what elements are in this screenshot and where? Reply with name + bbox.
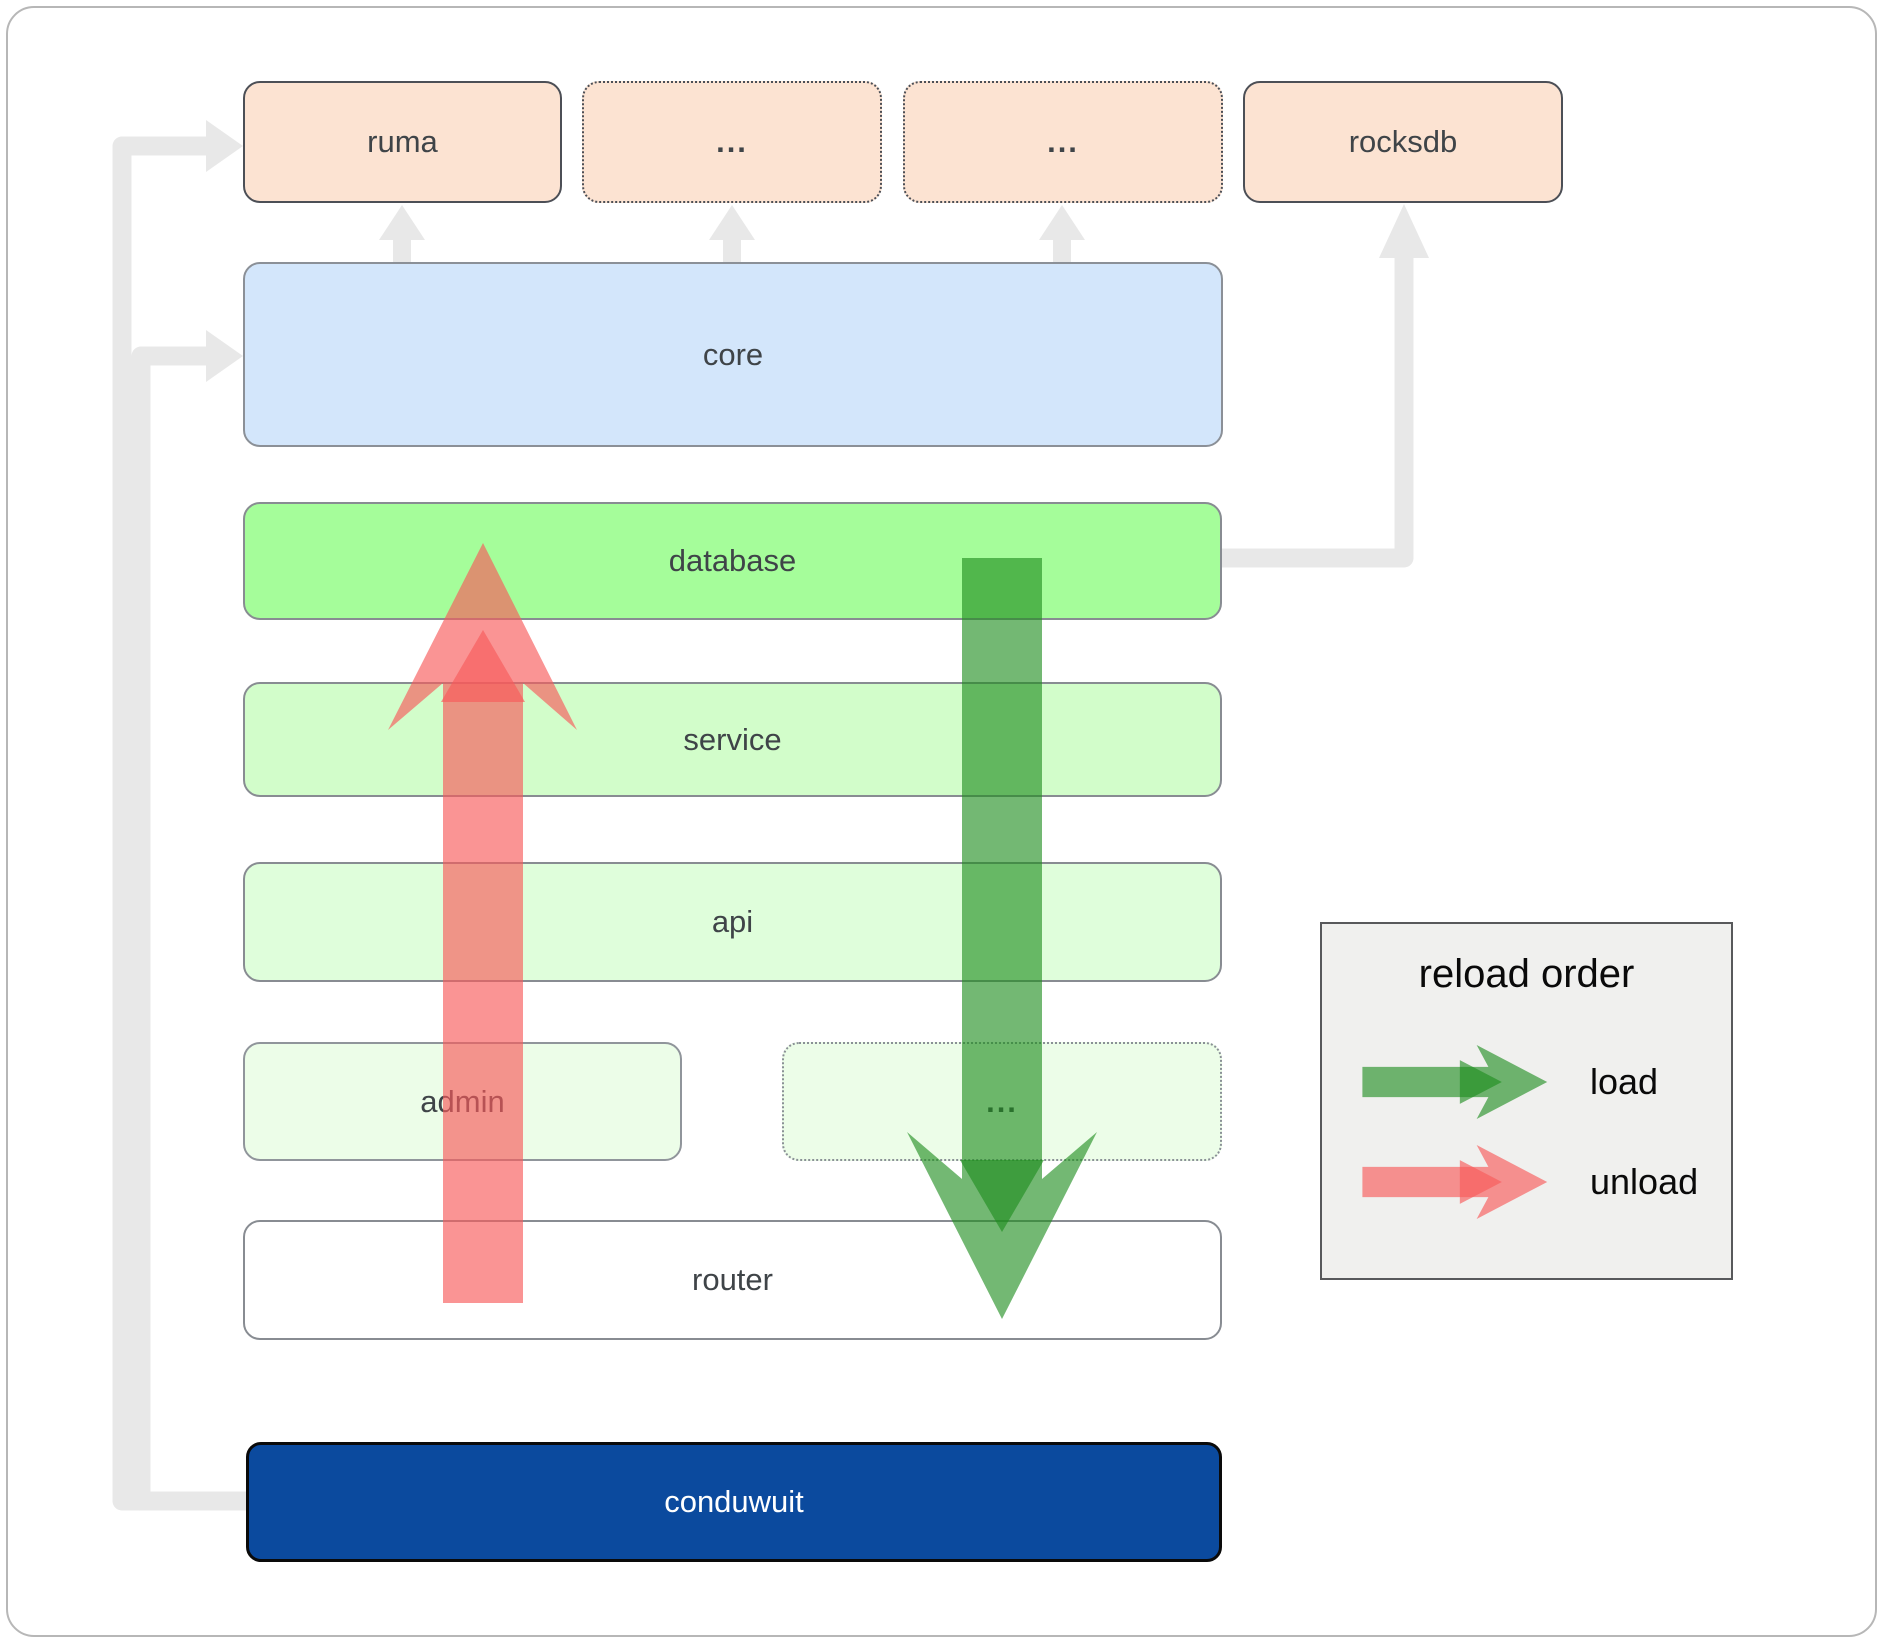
legend-row-unload: unload	[1354, 1140, 1717, 1224]
node-api-label: api	[711, 904, 754, 939]
node-module-ellipsis-2-label: ...	[1047, 124, 1079, 159]
legend-title: reload order	[1418, 952, 1635, 996]
node-database: database	[243, 502, 1222, 620]
node-router: router	[243, 1220, 1222, 1340]
node-service-label: service	[683, 721, 782, 757]
node-core-label: core	[702, 336, 764, 372]
node-module-ellipsis-1: ...	[582, 81, 882, 203]
outer-frame	[6, 6, 1877, 1637]
legend-load-arrow-icon	[1362, 1045, 1548, 1119]
node-rocksdb-label: rocksdb	[1348, 124, 1458, 159]
node-conduwuit: conduwuit	[246, 1442, 1222, 1562]
node-router-label: router	[692, 1262, 773, 1297]
node-admin-label: admin	[420, 1083, 505, 1119]
legend-unload-arrow-icon	[1362, 1145, 1548, 1219]
node-api: api	[243, 862, 1222, 982]
node-database-label: database	[668, 543, 797, 578]
legend: reload order load unload	[1320, 922, 1733, 1280]
node-core: core	[243, 262, 1223, 447]
node-admin-ellipsis: ...	[782, 1042, 1222, 1161]
node-ruma-label: ruma	[367, 124, 438, 159]
legend-row-load: load	[1354, 1040, 1717, 1124]
legend-unload-label: unload	[1590, 1161, 1699, 1202]
node-admin-ellipsis-label: ...	[986, 1083, 1018, 1119]
node-module-ellipsis-1-label: ...	[716, 124, 748, 159]
node-ruma: ruma	[243, 81, 562, 203]
node-conduwuit-label: conduwuit	[664, 1484, 804, 1519]
legend-load-label: load	[1590, 1061, 1659, 1102]
node-service: service	[243, 682, 1222, 797]
node-rocksdb: rocksdb	[1243, 81, 1563, 203]
node-admin: admin	[243, 1042, 682, 1161]
node-module-ellipsis-2: ...	[903, 81, 1223, 203]
